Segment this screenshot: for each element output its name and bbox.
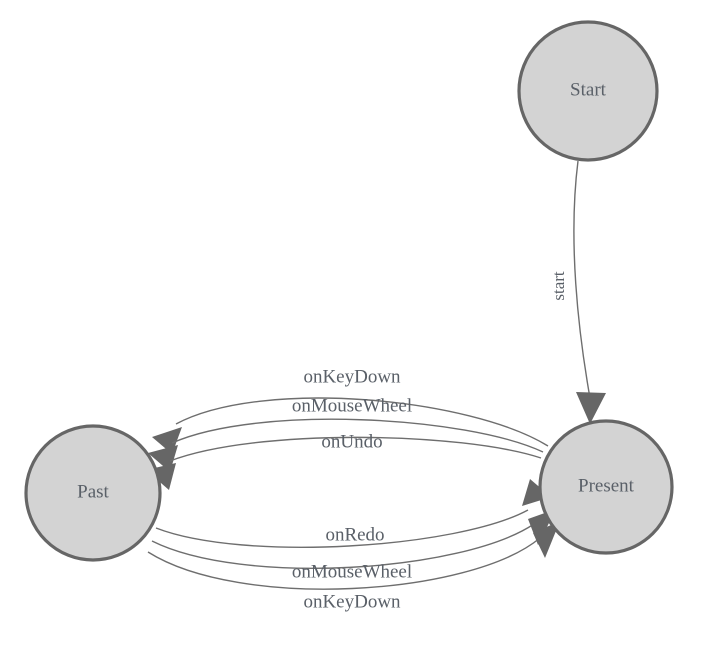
edge-present-to-past-onmousewheel[interactable]: onMouseWheel (148, 395, 544, 472)
edge-past-to-present-onmousewheel[interactable]: onMouseWheel (151, 509, 556, 582)
edge-past-to-present-onredo-label: onRedo (325, 524, 384, 545)
edge-start-to-present-label: start (549, 271, 568, 301)
edge-past-to-present-onredo-path (155, 509, 529, 548)
edge-past-to-present-onredo[interactable]: onRedo (155, 479, 551, 548)
edge-past-to-present-onkeydown-path (147, 537, 541, 590)
edge-present-to-past-onmousewheel-label: onMouseWheel (292, 395, 412, 416)
node-present[interactable]: Present (538, 419, 674, 555)
node-start-label: Start (570, 79, 607, 100)
edge-start-to-present-path (573, 160, 591, 399)
edge-present-to-past-onkeydown-label: onKeyDown (303, 366, 401, 387)
edge-past-to-present-onmousewheel-path (151, 523, 535, 570)
edge-present-to-past-onundo-path (169, 436, 542, 462)
node-present-label: Present (578, 475, 635, 496)
edge-present-to-past-onkeydown-path (175, 397, 549, 447)
node-present-circle (538, 419, 674, 555)
node-start[interactable]: Start (517, 20, 659, 162)
edge-past-to-present-onkeydown-arrowhead (533, 521, 560, 558)
edge-past-to-present-onkeydown[interactable]: onKeyDown (147, 521, 560, 612)
edge-present-to-past-onmousewheel-path (171, 418, 544, 453)
edge-start-to-present-arrowhead (576, 392, 606, 424)
edge-present-to-past-onundo[interactable]: onUndo (146, 431, 542, 490)
edge-past-to-present-onmousewheel-label: onMouseWheel (292, 561, 412, 582)
edge-start-to-present[interactable]: start (549, 160, 606, 424)
node-past[interactable]: Past (24, 424, 162, 562)
node-start-circle (517, 20, 659, 162)
edge-present-to-past-onundo-label: onUndo (321, 431, 382, 452)
node-past-circle (24, 424, 162, 562)
edge-past-to-present-onkeydown-label: onKeyDown (303, 591, 401, 612)
node-past-label: Past (77, 481, 109, 502)
